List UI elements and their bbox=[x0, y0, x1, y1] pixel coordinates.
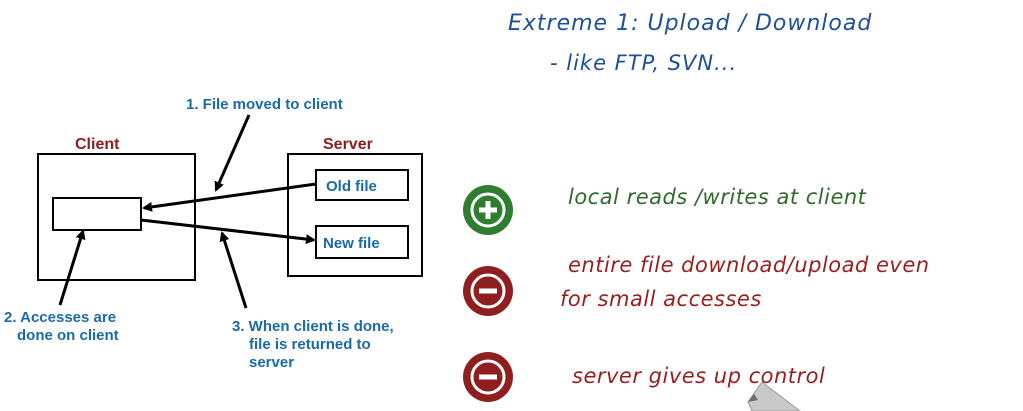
old-file-to-client-arrow bbox=[142, 182, 317, 212]
point-3-line-1: server gives up control bbox=[572, 364, 825, 388]
server-box bbox=[287, 153, 423, 277]
plus-sign-icon-ring bbox=[470, 192, 506, 228]
step-2-label-line-1: 2. Accesses are bbox=[4, 309, 116, 326]
step-3-label-line-1: 3. When client is done, bbox=[232, 318, 394, 335]
step-3-label-line-3: server bbox=[249, 354, 294, 371]
step-1-label: 1. File moved to client bbox=[186, 96, 343, 113]
new-file-label: New file bbox=[323, 235, 380, 252]
pen-tip-icon-point bbox=[748, 394, 758, 402]
client-box bbox=[37, 153, 196, 281]
slide-title: Extreme 1: Upload / Download bbox=[508, 11, 872, 36]
minus-sign-icon-2-ring bbox=[470, 359, 506, 395]
minus-sign-icon-2-bar bbox=[479, 374, 497, 380]
new-file-box bbox=[315, 225, 409, 259]
pen-tip-icon bbox=[747, 381, 801, 411]
point-1-line-1: local reads /writes at client bbox=[568, 185, 867, 209]
client-label: Client bbox=[75, 136, 120, 153]
step-3-pointer-arrow bbox=[219, 231, 248, 309]
old-file-label: Old file bbox=[326, 178, 377, 195]
point-2-line-2: for small accesses bbox=[560, 287, 762, 311]
point-2-line-1: entire file download/upload even bbox=[568, 253, 930, 277]
step-2-label-line-2: done on client bbox=[17, 327, 119, 344]
step-3-label-line-2: file is returned to bbox=[249, 336, 371, 353]
plus-sign-icon-bar-v bbox=[485, 201, 491, 219]
server-label: Server bbox=[323, 136, 373, 153]
client-to-new-file-arrow bbox=[140, 218, 316, 245]
step-1-pointer-arrow bbox=[214, 114, 251, 192]
client-file-copy bbox=[52, 197, 142, 231]
minus-sign-icon-bar bbox=[479, 288, 497, 294]
slide-subtitle: - like FTP, SVN... bbox=[550, 51, 737, 75]
old-file-box bbox=[315, 169, 409, 201]
minus-sign-icon-ring bbox=[470, 273, 506, 309]
step-2-pointer-arrow bbox=[58, 229, 86, 306]
